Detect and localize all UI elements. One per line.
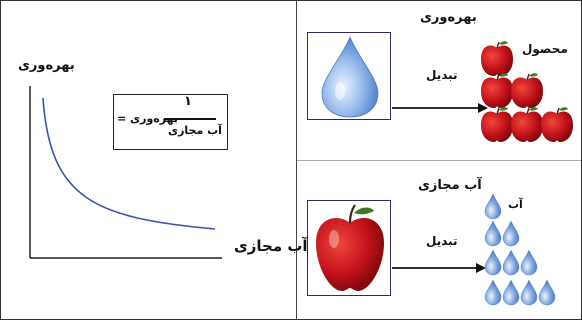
water-drop-icon	[502, 279, 520, 306]
water-drop-icon	[520, 279, 538, 306]
apple-icon	[481, 41, 513, 76]
formula-denominator: آب مجازی	[168, 124, 222, 137]
bottom-arrow-label: تبدیل	[426, 234, 458, 248]
water-drop-icon	[484, 279, 502, 306]
water-drop-icon	[538, 279, 556, 306]
water-drop-icon	[321, 35, 379, 118]
formula-numerator: ۱	[184, 94, 192, 109]
panel-divider-vertical	[296, 0, 297, 320]
panel-divider-horizontal	[297, 160, 581, 161]
formula-lhs: بهره‌وری =	[117, 112, 179, 125]
top-panel-title: بهره‌وری	[420, 10, 477, 25]
apple-icon	[481, 107, 513, 142]
product-label: محصول	[522, 42, 568, 56]
bottom-panel-title: آب مجازی	[418, 178, 482, 193]
water-drop-icon	[520, 249, 538, 276]
apple-icon	[541, 107, 573, 142]
water-drop-box	[307, 32, 391, 120]
y-axis-label: بهره‌وری	[18, 58, 75, 73]
water-drop-icon	[502, 220, 520, 247]
inverse-curve	[42, 97, 216, 230]
water-drop-icon	[484, 220, 502, 247]
formula-fraction-bar	[164, 118, 216, 120]
water-drop-icon	[484, 193, 502, 220]
apple-icon	[316, 204, 384, 291]
formula-box	[113, 94, 228, 150]
apple-box	[307, 200, 391, 296]
x-axis-label: آب مجازی	[234, 237, 308, 255]
apple-icon	[511, 107, 543, 142]
apple-icon	[511, 73, 543, 108]
water-drop-icon	[484, 249, 502, 276]
curve-graph	[29, 86, 222, 259]
water-label: آب	[508, 198, 523, 211]
apple-icon	[481, 73, 513, 108]
top-arrow-label: تبدیل	[426, 68, 458, 82]
water-drop-icon	[502, 249, 520, 276]
